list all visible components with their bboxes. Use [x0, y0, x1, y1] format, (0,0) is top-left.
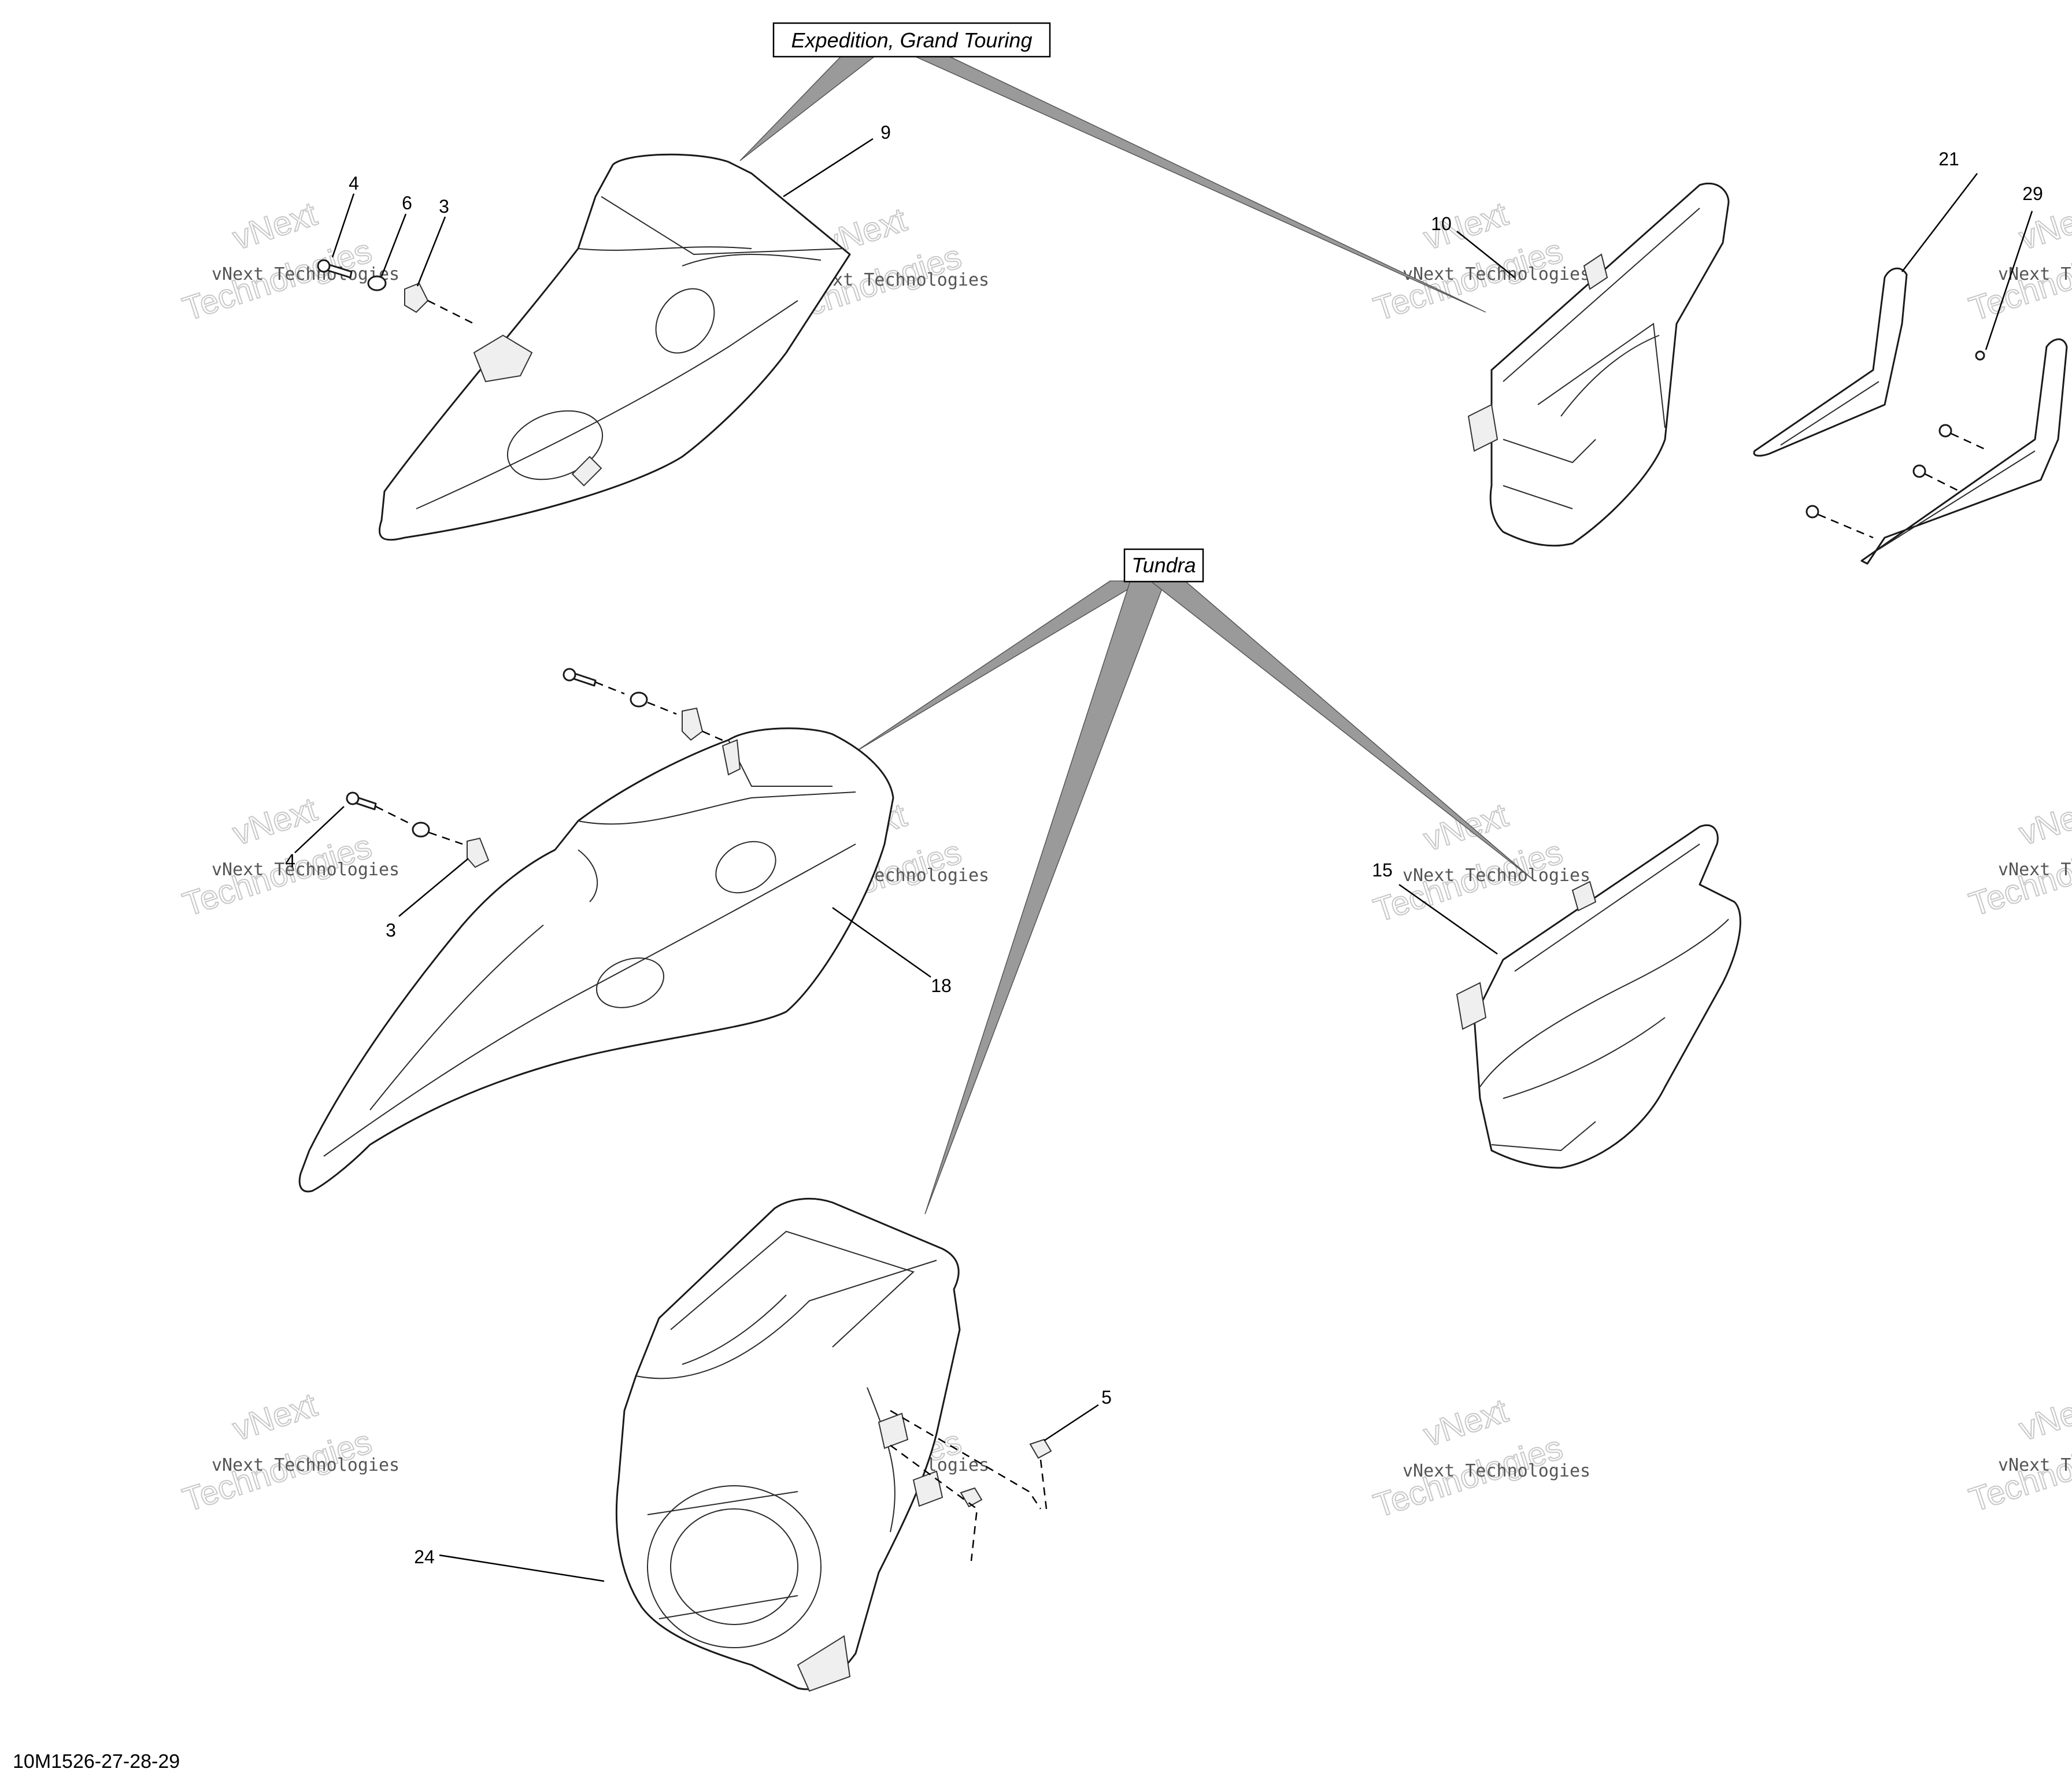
- svg-text:vNext: vNext: [2015, 790, 2072, 853]
- rivet-2: [1912, 464, 1926, 478]
- clip-5-1: [1029, 1438, 1052, 1459]
- callout-4-tundra: 4: [285, 850, 295, 871]
- wedge-to-part-15: [1149, 580, 1533, 879]
- callout-6: 6: [402, 193, 412, 213]
- nut-tundra-top: [682, 707, 704, 741]
- part-29-trim-assembly: [1805, 338, 2068, 565]
- svg-text:vNext: vNext: [2015, 1386, 2072, 1448]
- wedge-to-part-9: [739, 53, 880, 161]
- callout-18: 18: [931, 975, 952, 996]
- clip-5-2: [960, 1487, 983, 1508]
- callout-3-tundra: 3: [386, 920, 396, 941]
- watermark-8: vNext Technologies vNext Technologies: [1964, 790, 2072, 924]
- fasteners-top-left: [317, 259, 475, 325]
- tundra-wedges: [855, 580, 1533, 1215]
- watermark-7: vNext Technologies vNext Technologies: [1368, 796, 1590, 930]
- part-18-rear-cover: [298, 727, 894, 1193]
- svg-text:vNext: vNext: [228, 790, 321, 853]
- callout-10: 10: [1431, 213, 1452, 234]
- fasteners-tundra-left: [346, 791, 490, 868]
- callout-24: 24: [414, 1546, 435, 1567]
- wedge-to-part-10: [907, 53, 1486, 313]
- svg-text:vNext Technologies: vNext Technologies: [1403, 264, 1590, 284]
- callout-15: 15: [1372, 860, 1393, 880]
- part-9-rear-cover: [378, 153, 851, 541]
- svg-text:vNext Technologies: vNext Technologies: [1998, 860, 2072, 880]
- watermark-9: vNext Technologies vNext Technologies: [177, 1385, 399, 1519]
- callout-29: 29: [2022, 183, 2043, 204]
- rivet-1: [1938, 424, 1952, 438]
- svg-text:Expedition, Grand Touring: Expedition, Grand Touring: [791, 28, 1033, 52]
- callout-4-top: 4: [349, 173, 359, 194]
- part-15-air-intake: [1456, 824, 1741, 1169]
- part-21-trim: [1753, 267, 1908, 457]
- part-10-air-intake: [1467, 182, 1730, 547]
- callout-leaders: [294, 138, 2033, 1582]
- svg-text:vNext: vNext: [1419, 1392, 1512, 1454]
- nut-3-tundra: [467, 837, 490, 868]
- svg-text:Tundra: Tundra: [1131, 553, 1196, 577]
- svg-text:vNext Technologies: vNext Technologies: [1403, 1461, 1590, 1481]
- wedge-to-part-24: [924, 580, 1166, 1215]
- watermark-3: vNext Technologies vNext Technologies: [1368, 194, 1590, 328]
- callout-21: 21: [1938, 149, 1959, 169]
- nut-3-top: [404, 282, 429, 313]
- watermark-11: vNext Technologies vNext Technologies: [1368, 1391, 1590, 1525]
- callout-9: 9: [880, 122, 891, 143]
- svg-text:vNext: vNext: [2015, 195, 2072, 257]
- rivet-3: [1805, 505, 1819, 519]
- svg-text:vNext Technologies: vNext Technologies: [1998, 1455, 2072, 1475]
- callout-5: 5: [1101, 1387, 1112, 1408]
- svg-text:vNext Technologies: vNext Technologies: [212, 1455, 399, 1475]
- fasteners-bottom: [890, 1409, 1052, 1562]
- washer-tundra-top: [630, 691, 648, 708]
- watermark-4: vNext Technologies vNext Technologies: [1964, 194, 2072, 328]
- part-24-fan-housing: [615, 1198, 961, 1692]
- callout-numbers: 4 6 3 9 10 21 29 4 3 18 15 5 24: [285, 122, 2043, 1567]
- washer-tundra-left: [412, 822, 430, 838]
- drawing-code: 10M1526-27-28-29: [13, 1751, 180, 1773]
- watermark-12: vNext Technologies vNext Technologies: [1964, 1385, 2072, 1519]
- svg-text:vNext: vNext: [228, 1386, 321, 1448]
- svg-text:vNext Technologies: vNext Technologies: [1403, 865, 1590, 886]
- expedition-wedges: [739, 53, 1486, 313]
- svg-text:vNext: vNext: [228, 195, 321, 257]
- tundra-label: Tundra: [1123, 548, 1204, 583]
- expedition-label: Expedition, Grand Touring: [772, 22, 1051, 58]
- washer-6-top: [367, 275, 387, 291]
- fasteners-tundra-top: [563, 668, 729, 744]
- watermark-1: vNext Technologies vNext Technologies: [177, 194, 399, 328]
- callout-3-top: 3: [439, 196, 449, 217]
- svg-text:vNext Technologies: vNext Technologies: [212, 860, 399, 880]
